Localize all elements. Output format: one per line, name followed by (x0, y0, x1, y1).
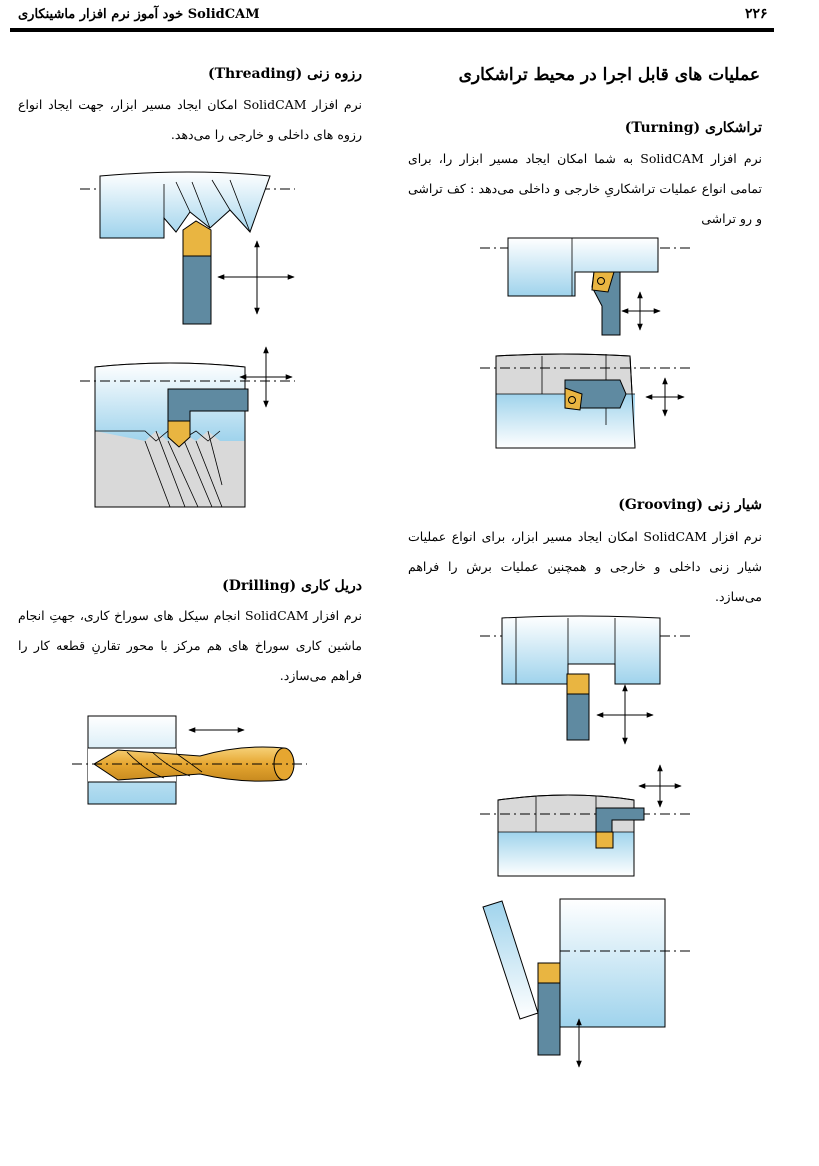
threading-heading: رزوه زنی (Threading) (208, 66, 362, 82)
drilling-text: نرم افزار SolidCAM انجام سیکل های سوراخ … (18, 608, 362, 683)
drilling-heading: دریل کاری (Drilling) (222, 578, 362, 594)
page-number: ۲۲۶ (745, 6, 768, 22)
turning-heading: تراشکاری (Turning) (624, 120, 762, 136)
grooving-text: نرم افزار SolidCAM امکان ایجاد مسیر ابزا… (408, 529, 762, 604)
threading-external-figure (80, 171, 295, 325)
drilling-figure (72, 715, 307, 805)
turning-text: نرم افزار SolidCAM به شما امکان ایجاد مس… (408, 151, 763, 226)
threading-internal-figure (80, 346, 295, 508)
main-title: عملیات های قابل اجرا در محیط تراشکاری (458, 65, 760, 85)
header-rule (10, 28, 774, 32)
running-header: خود آموز نرم افزار ماشینکاری SolidCAM (18, 7, 260, 22)
turning-internal-figure (480, 353, 690, 449)
grooving-heading: شیار زنی (Grooving) (618, 497, 762, 513)
threading-text: نرم افزار SolidCAM امکان ایجاد مسیر ابزا… (18, 97, 362, 142)
grooving-internal-figure (480, 764, 690, 877)
parting-off-figure (482, 898, 690, 1068)
turning-external-figure (480, 237, 690, 336)
grooving-external-figure (480, 615, 690, 745)
